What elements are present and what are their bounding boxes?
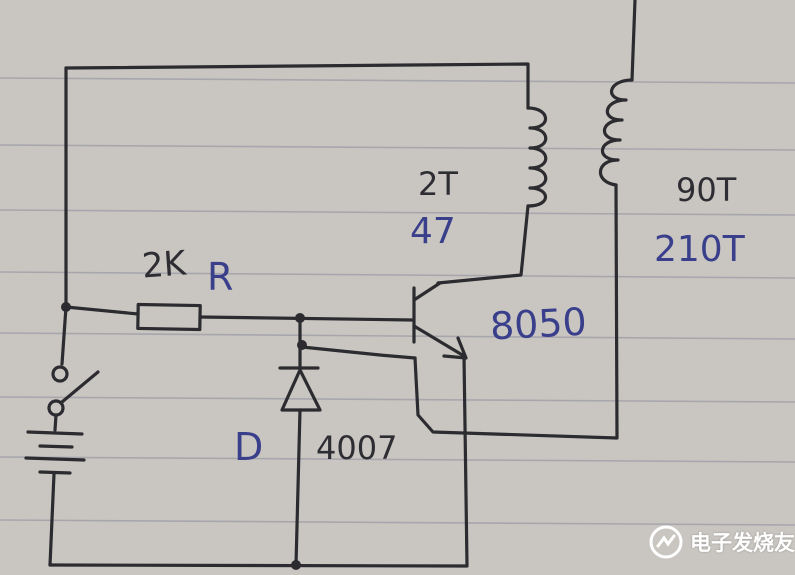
diode-triangle	[280, 368, 322, 412]
watermark: 电子发烧友	[648, 518, 795, 566]
watermark-text: 电子发烧友	[690, 531, 795, 555]
base-wire	[198, 315, 414, 322]
coil-small-turns-label: 2T	[418, 165, 458, 203]
resistor-value-label: 2K	[140, 243, 188, 287]
switch-top-wire	[60, 305, 68, 366]
secondary-coil	[598, 78, 634, 187]
resistor-body	[136, 302, 202, 332]
ruled-lines	[0, 77, 795, 526]
transistor-collector-leg	[412, 281, 442, 302]
switch-lever	[60, 370, 100, 404]
switch-contact-top	[51, 365, 69, 383]
secondary-top-wire	[630, 0, 637, 82]
primary-coil	[526, 106, 548, 208]
coil-small-turns-alt-label: 47	[410, 211, 456, 252]
switch-to-battery-wire	[53, 413, 58, 432]
diode-stem	[294, 343, 302, 567]
ground-junction	[291, 560, 301, 570]
emitter-wire	[462, 354, 469, 567]
top-wire	[64, 62, 530, 110]
collector-wire	[436, 204, 530, 285]
coil-large-turns-alt-label: 210T	[654, 229, 745, 270]
diode-to-base-wire	[300, 345, 417, 360]
resistor-left-lead	[64, 305, 140, 316]
coil-large-turns-label: 90T	[676, 171, 737, 209]
secondary-return-wire	[413, 183, 619, 440]
diode-name-label: D	[234, 425, 264, 469]
emitter-arrow	[442, 336, 468, 360]
diode-part-label: 4007	[316, 429, 398, 467]
transistor-label: 8050	[488, 299, 588, 349]
ground-wire	[48, 563, 469, 568]
transistor-emitter-leg	[412, 324, 466, 358]
resistor-name-label: R	[207, 255, 234, 299]
elecfans-logo-icon	[649, 525, 683, 559]
battery-bottom-wire	[48, 472, 56, 567]
battery-plates	[24, 430, 86, 475]
